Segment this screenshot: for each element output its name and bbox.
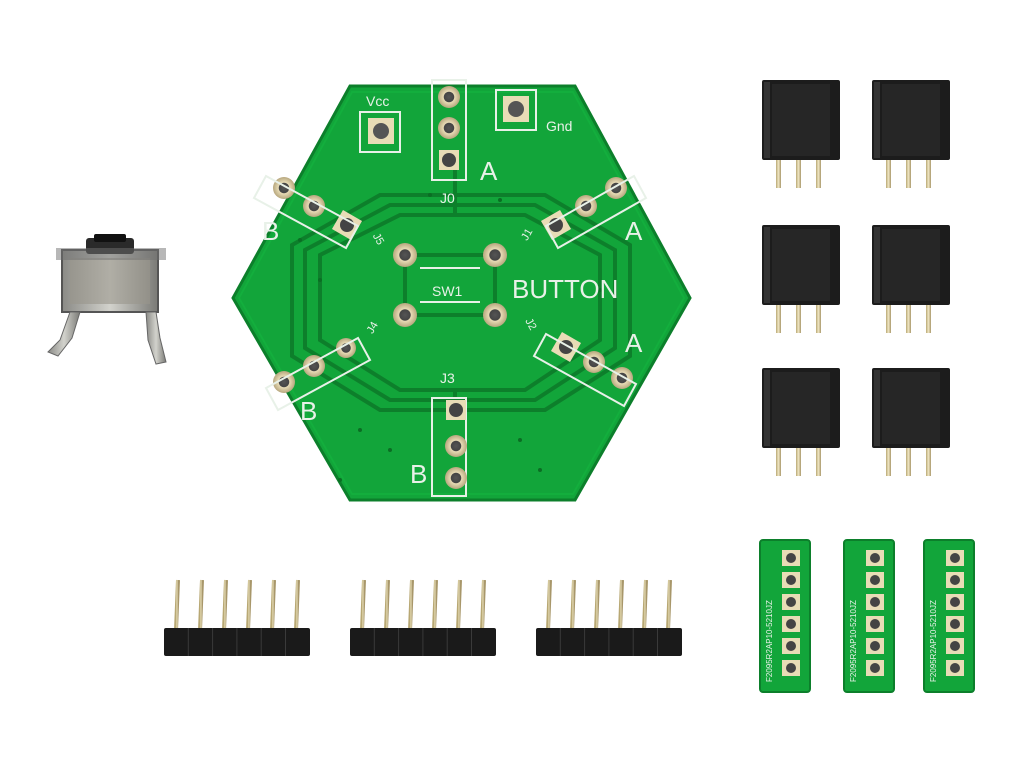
sw1-label: SW1 — [432, 283, 463, 299]
female-header — [762, 80, 840, 188]
female-header — [762, 368, 840, 476]
hex-pcb: Vcc Gnd J0 J3 SW1 BUTTON A A A B B B J5 … — [231, 79, 692, 502]
male-pin-header — [536, 579, 682, 685]
j2-header-pads — [532, 331, 638, 408]
a-right-top-label: A — [625, 216, 643, 246]
male-pin-headers — [164, 579, 682, 685]
j0-header-pads — [438, 86, 460, 170]
female-headers — [762, 80, 950, 476]
vcc-label: Vcc — [366, 93, 389, 109]
male-pin-header — [350, 579, 496, 685]
j5-label: J5 — [370, 231, 386, 247]
tactile-switch-icon — [47, 234, 167, 365]
a-right-bottom-label: A — [625, 328, 643, 358]
b-left-top-label: B — [262, 216, 279, 246]
female-header — [762, 225, 840, 333]
svg-text:F2095R2AP10-5210JZ: F2095R2AP10-5210JZ — [929, 600, 938, 682]
j0-label: J0 — [440, 190, 455, 206]
j2-label: J2 — [522, 316, 538, 332]
sw1-pads — [393, 243, 507, 327]
svg-text:F2095R2AP10-5210JZ: F2095R2AP10-5210JZ — [849, 600, 858, 682]
breakout-board: F2095R2AP10-5210JZ — [759, 539, 811, 693]
j4-header-pads — [264, 336, 372, 412]
button-label: BUTTON — [512, 274, 618, 304]
a-top-label: A — [480, 156, 498, 186]
male-pin-header — [164, 579, 310, 685]
female-header — [872, 368, 950, 476]
j4-label: J4 — [365, 320, 381, 336]
gnd-label: Gnd — [546, 118, 572, 134]
female-header — [872, 225, 950, 333]
breakout-board: F2095R2AP10-5210JZ — [923, 539, 975, 693]
j3-header-pads — [445, 400, 467, 489]
female-header — [872, 80, 950, 188]
j5-header-pads — [252, 174, 363, 250]
j1-header-pads — [540, 174, 648, 250]
svg-text:F2095R2AP10-5210JZ: F2095R2AP10-5210JZ — [765, 600, 774, 682]
j3-label: J3 — [440, 370, 455, 386]
breakout-board: F2095R2AP10-5210JZ — [843, 539, 895, 693]
breakout-boards: F2095R2AP10-5210JZ F2095R2AP10-5210JZ F209… — [759, 539, 975, 693]
j1-label: J1 — [519, 227, 535, 243]
b-left-bottom-label: B — [300, 396, 317, 426]
b-bottom-label: B — [410, 459, 427, 489]
